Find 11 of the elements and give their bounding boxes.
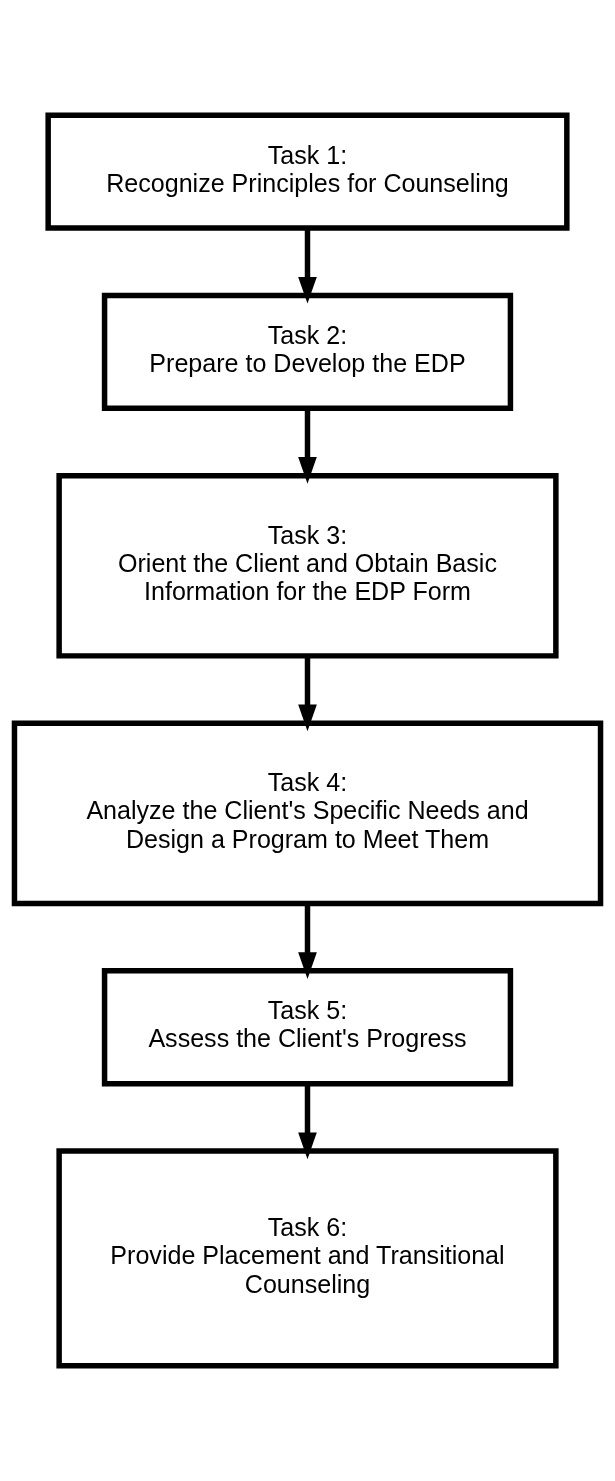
node-box: Task 6: Provide Placement and Transitional Counseling xyxy=(56,1148,559,1369)
arrow xyxy=(298,656,317,732)
node-box: Task 5: Assess the Client's Progress xyxy=(101,968,514,1087)
arrow xyxy=(298,1084,317,1160)
node-box: Task 1: Recognize Principles for Counseling xyxy=(45,112,570,231)
arrow xyxy=(298,903,317,979)
node-box: Task 2: Prepare to Develop the EDP xyxy=(101,292,514,412)
arrow xyxy=(298,228,317,304)
arrow xyxy=(298,408,317,484)
node-box: Task 3: Orient the Client and Obtain Basic Information for the EDP Form xyxy=(56,472,559,659)
node-box: Task 4: Analyze the Client's Specific Needs and Design a Program to Meet Them xyxy=(11,720,604,907)
